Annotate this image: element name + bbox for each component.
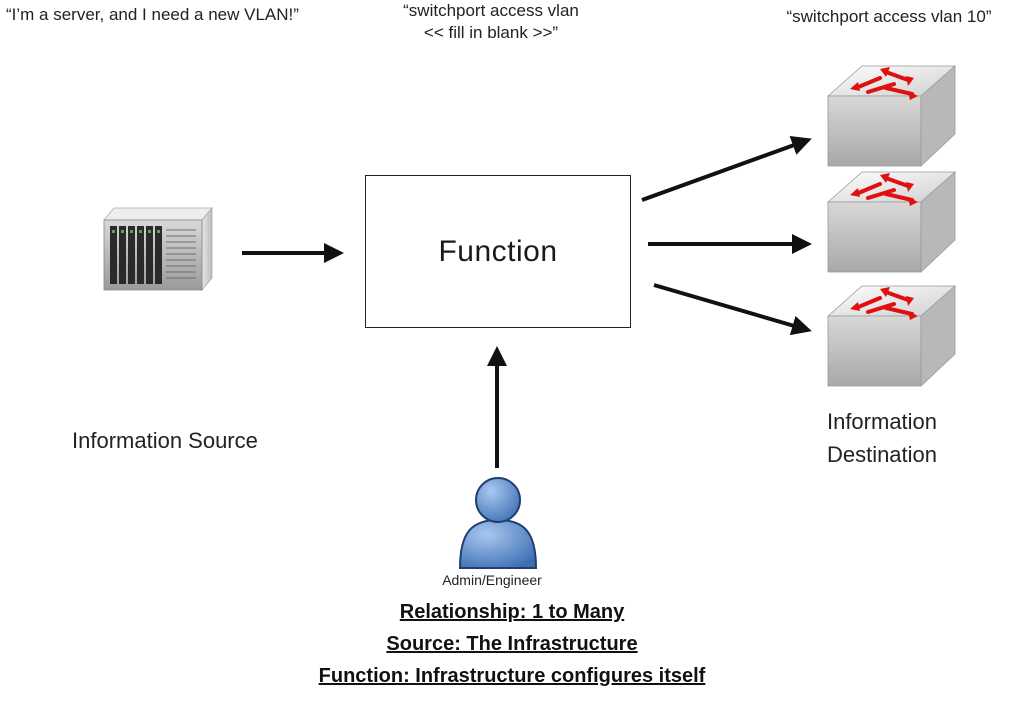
switch-icon bbox=[826, 171, 957, 273]
switch-icon bbox=[826, 65, 957, 167]
summary-function: Function: Infrastructure configures itse… bbox=[318, 665, 706, 687]
information-destination-label: Information Destination bbox=[790, 405, 974, 471]
switch-icon bbox=[826, 285, 957, 387]
server-icon bbox=[103, 206, 213, 292]
destination-label-line2: Destination bbox=[826, 442, 938, 467]
information-source-label: Information Source bbox=[72, 428, 258, 453]
user-icon bbox=[458, 477, 538, 569]
summary-relationship: Relationship: 1 to Many bbox=[399, 601, 625, 623]
admin-label: Admin/Engineer bbox=[442, 572, 542, 588]
arrow-function-to-switch-3 bbox=[653, 283, 812, 336]
server-quote: “I’m a server, and I need a new VLAN!” bbox=[6, 5, 299, 24]
function-quote-line1: “switchport access vlan bbox=[403, 1, 579, 20]
function-label: Function bbox=[438, 234, 558, 268]
arrow-function-to-switch-1 bbox=[641, 136, 812, 202]
summary-source: Source: The Infrastructure bbox=[386, 633, 638, 655]
function-quote-line2: << fill in blank >>” bbox=[423, 23, 559, 42]
function-quote: “switchport access vlan << fill in blank… bbox=[378, 0, 604, 44]
function-box: Function bbox=[365, 175, 631, 328]
destination-label-line1: Information bbox=[826, 409, 938, 434]
switch-quote: “switchport access vlan 10” bbox=[786, 7, 992, 26]
